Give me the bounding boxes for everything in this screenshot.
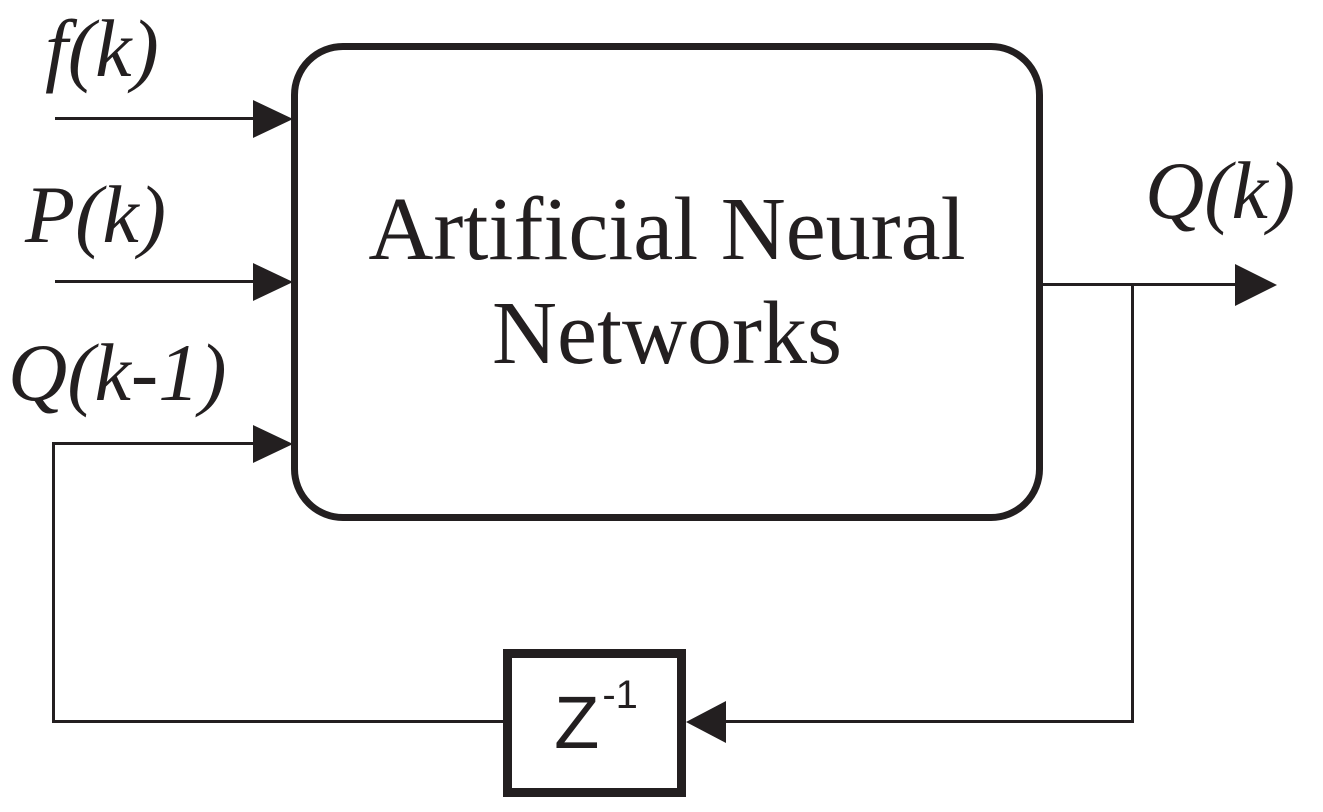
output-label-q: Q(k) bbox=[1145, 145, 1296, 236]
arrowhead-input-p-icon bbox=[253, 263, 293, 301]
input-label-q-prev: Q(k-1) bbox=[8, 327, 227, 418]
input-label-p: P(k) bbox=[25, 169, 167, 260]
input-label-f: f(k) bbox=[45, 3, 159, 94]
wire-feedback-from-delay bbox=[52, 720, 507, 723]
ann-title-line1: Artificial Neural bbox=[368, 179, 966, 279]
delay-exponent: -1 bbox=[602, 672, 638, 717]
wire-input-f bbox=[55, 117, 255, 120]
ann-title-line2: Networks bbox=[492, 284, 842, 383]
ann-block: Artificial Neural Networks bbox=[291, 43, 1043, 521]
wire-feedback-down bbox=[1131, 284, 1134, 723]
arrowhead-input-q-prev-icon bbox=[253, 425, 293, 463]
wire-input-q-prev bbox=[53, 442, 255, 445]
arrowhead-input-f-icon bbox=[253, 100, 293, 138]
wire-feedback-up bbox=[52, 442, 55, 723]
wire-input-p bbox=[55, 280, 255, 283]
delay-block: Z -1 bbox=[503, 649, 686, 797]
arrowhead-delay-input-icon bbox=[686, 701, 726, 743]
arrowhead-output-icon bbox=[1235, 264, 1277, 306]
ann-block-title: Artificial Neural Networks bbox=[368, 178, 965, 387]
wire-feedback-to-delay bbox=[725, 720, 1134, 723]
delay-symbol: Z bbox=[554, 681, 600, 764]
wire-output bbox=[1040, 283, 1236, 286]
